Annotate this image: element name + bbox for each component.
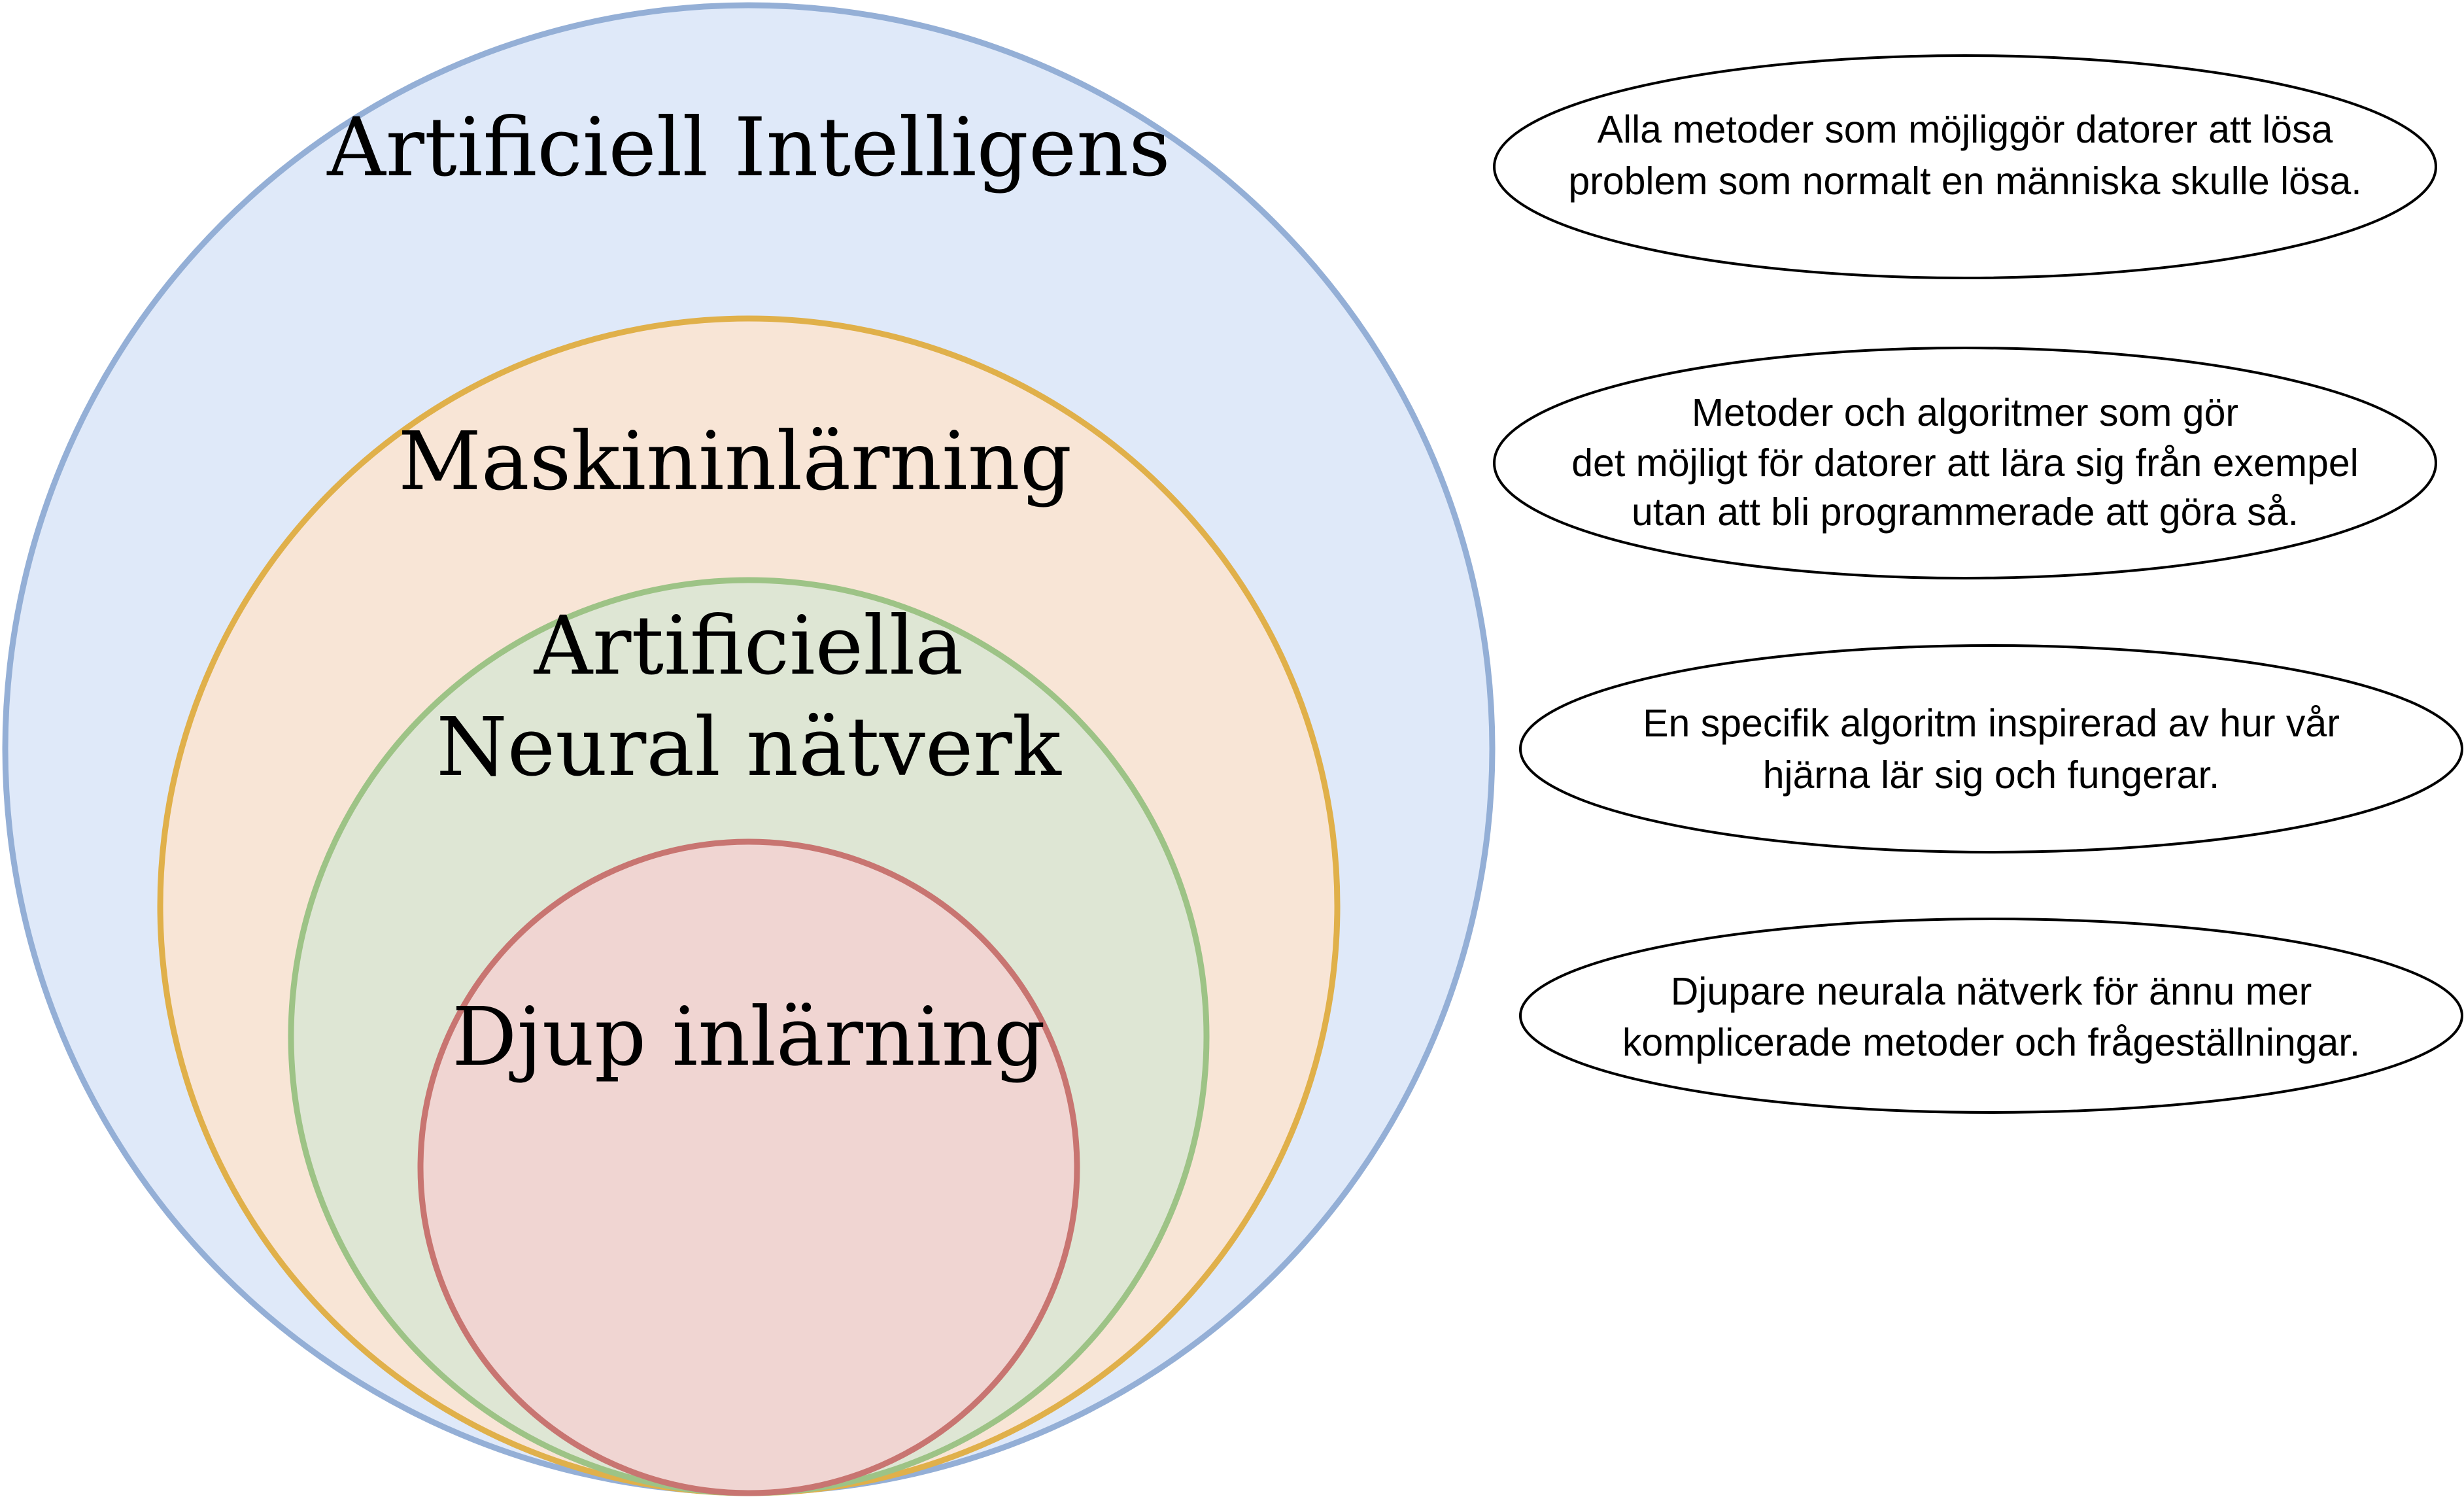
dl-description-line1: Djupare neurala nätverk för ännu mer xyxy=(1671,970,2312,1013)
ml-description-line2: det möjligt för datorer att lära sig frå… xyxy=(1571,441,2359,485)
dl-circle xyxy=(417,838,1080,1496)
ml-description-ellipse xyxy=(1493,347,2437,579)
ann-description: En specifik algoritm inspirerad av hur v… xyxy=(1519,644,2463,853)
ml-description-line3: utan att bli programmerade att göra så. xyxy=(1632,491,2299,534)
dl-description-ellipse xyxy=(1519,918,2463,1114)
ann-description-ellipse xyxy=(1519,644,2463,853)
circle-labels: Artificiell Intelligens Maskininlärning … xyxy=(326,101,1171,1084)
dl-description: Djupare neurala nätverk för ännu mer kom… xyxy=(1519,918,2463,1114)
ml-label: Maskininlärning xyxy=(398,415,1072,509)
ai-description: Alla metoder som möjliggör datorer att l… xyxy=(1493,54,2437,279)
ai-description-ellipse xyxy=(1493,54,2437,279)
ml-description: Metoder och algoritmer som gör det möjli… xyxy=(1493,347,2437,579)
ann-description-line1: En specifik algoritm inspirerad av hur v… xyxy=(1643,702,2340,745)
dl-description-line2: komplicerade metoder och frågeställninga… xyxy=(1622,1021,2360,1064)
descriptions: Alla metoder som möjliggör datorer att l… xyxy=(1493,54,2463,1114)
ann-label-line2: Neural nätverk xyxy=(436,700,1061,795)
ai-label: Artificiell Intelligens xyxy=(326,101,1171,195)
ai-description-line1: Alla metoder som möjliggör datorer att l… xyxy=(1598,108,2333,151)
nested-circles xyxy=(2,2,1496,1496)
dl-label: Djup inlärning xyxy=(452,990,1046,1084)
ann-label-line1: Artificiella xyxy=(534,599,964,693)
ml-description-line1: Metoder och algoritmer som gör xyxy=(1692,391,2238,434)
ann-description-line2: hjärna lär sig och fungerar. xyxy=(1763,753,2220,797)
ai-description-line2: problem som normalt en människa skulle l… xyxy=(1568,160,2361,203)
